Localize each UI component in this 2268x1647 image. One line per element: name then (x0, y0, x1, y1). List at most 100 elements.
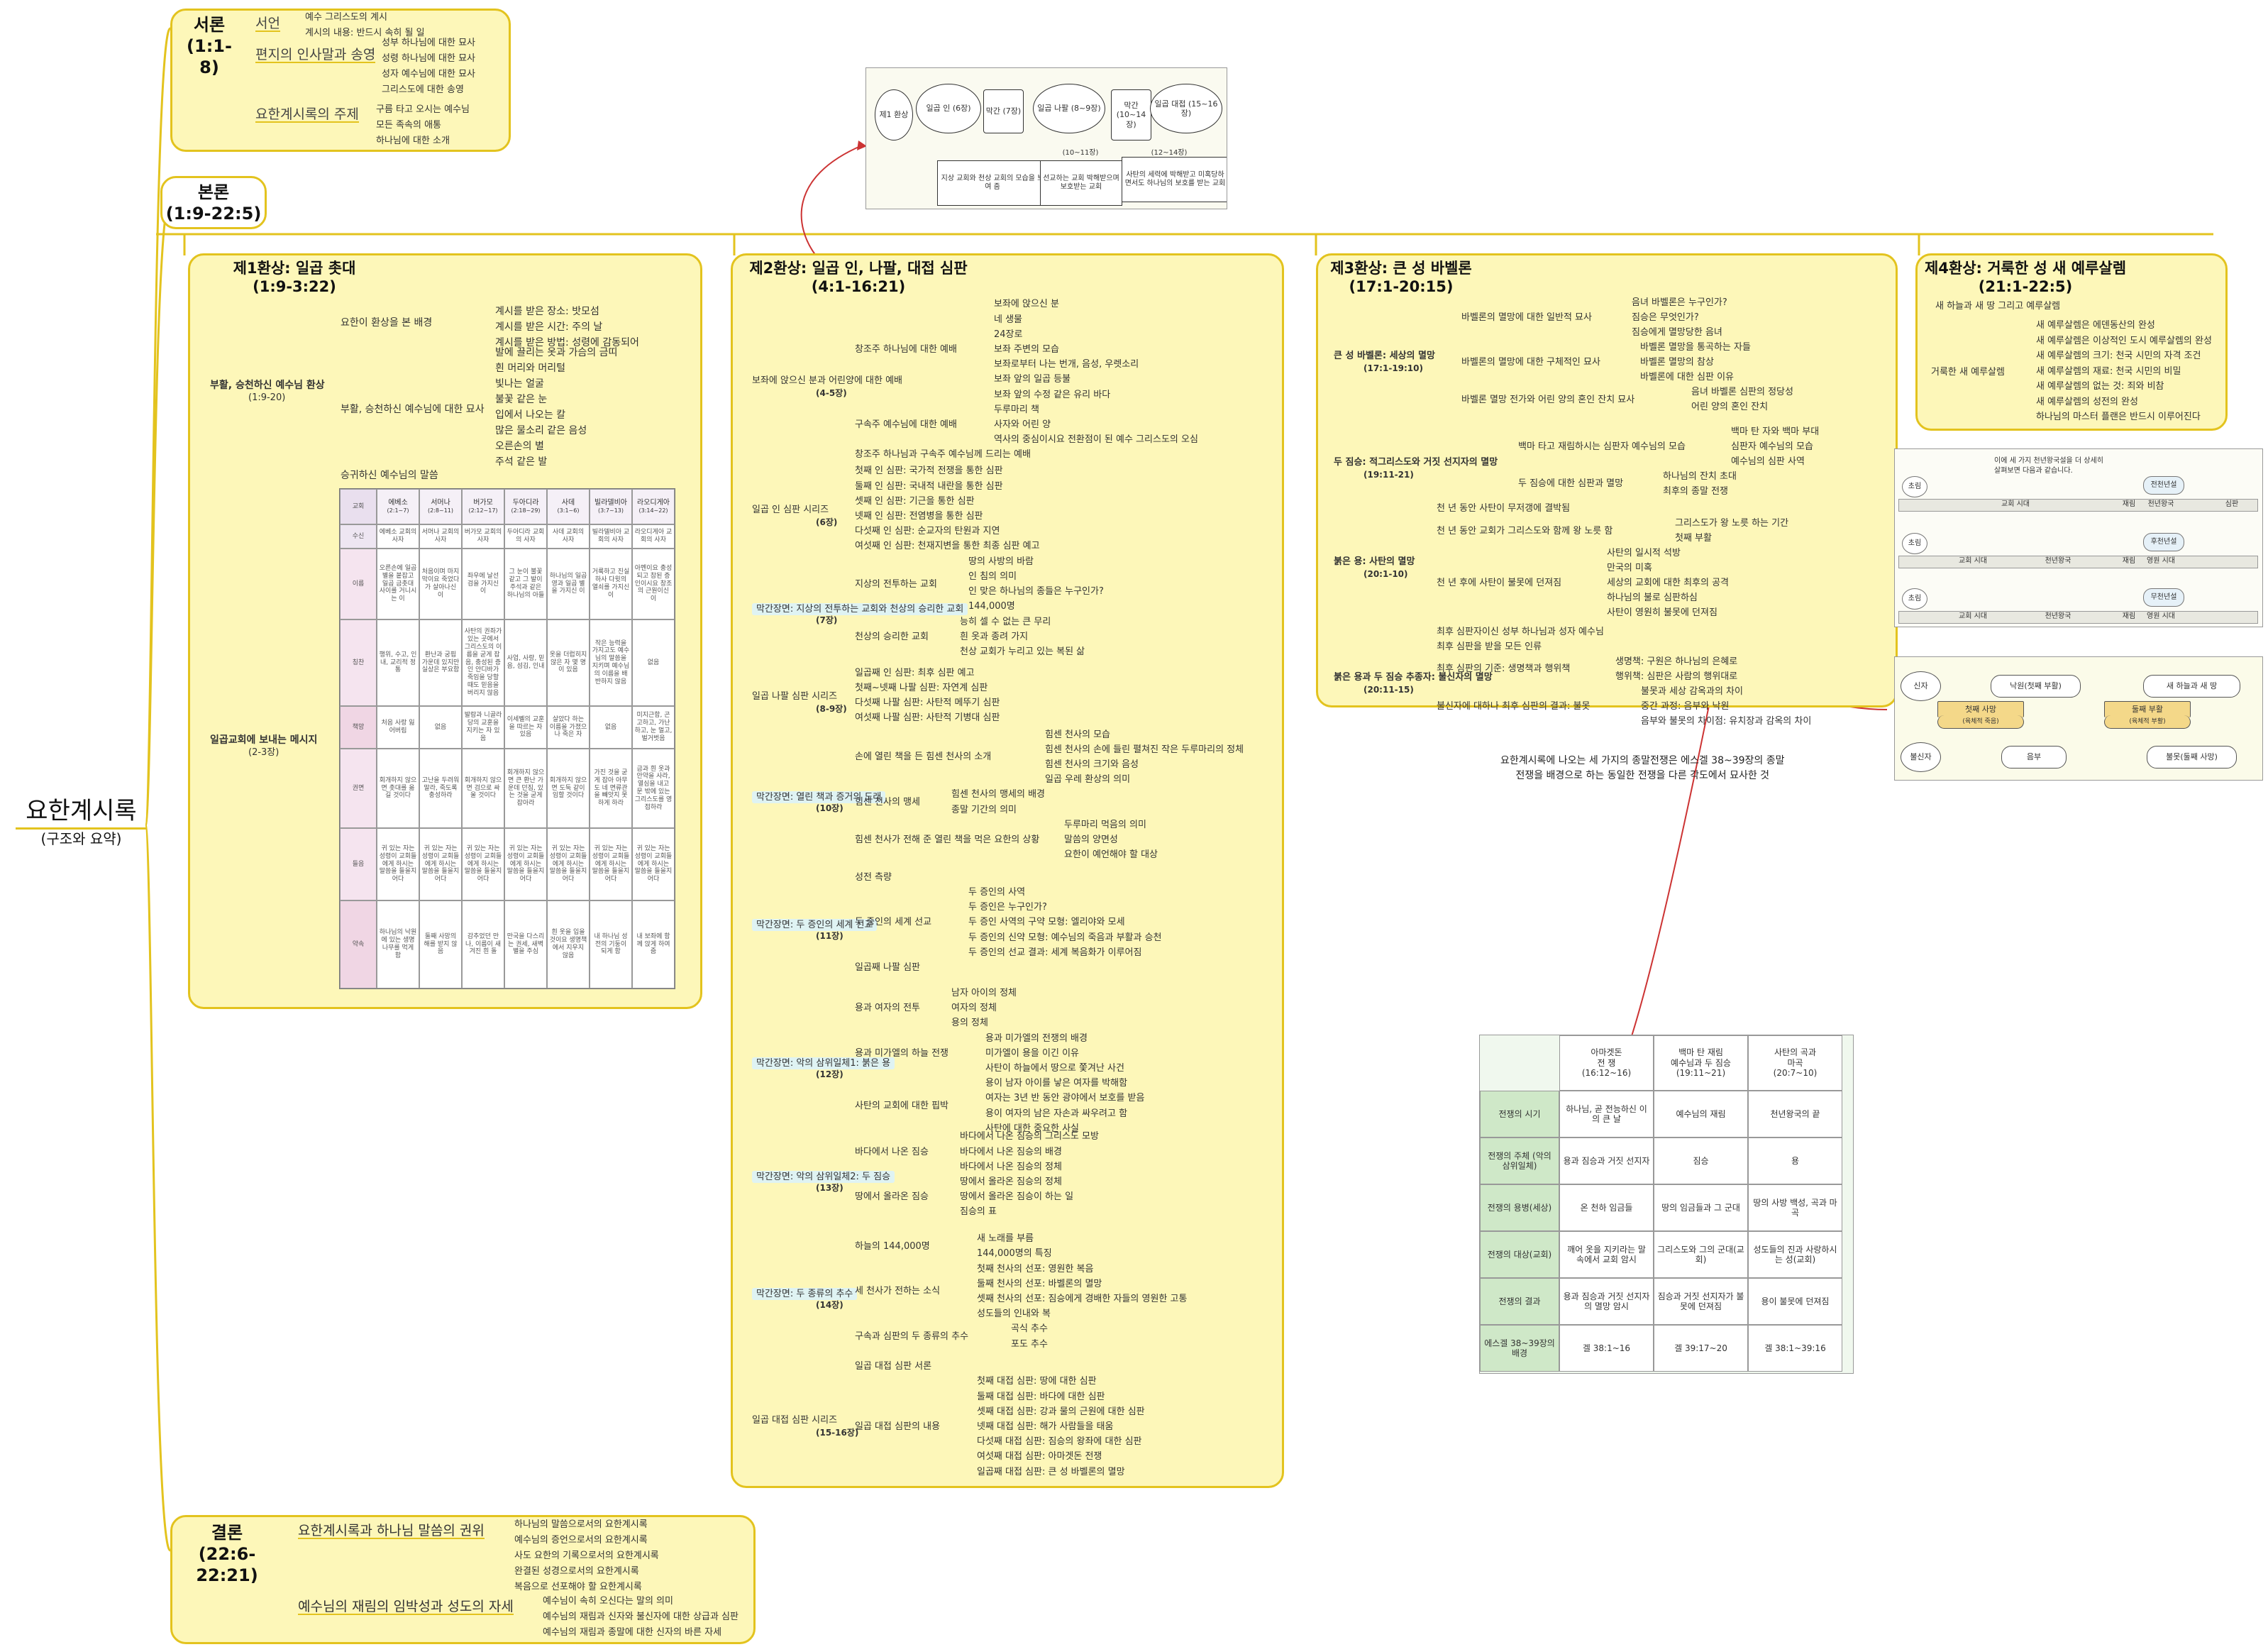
vision3-sub-child: 하나님의 불로 심판하심 (1607, 593, 1698, 603)
vision3-title: 제3환상: 큰 성 바벨론(17:1-20:15) (1330, 260, 1472, 296)
column-name: 두아디라 (512, 499, 539, 507)
vision3-sub-child: 예수님의 심판 사역 (1731, 456, 1805, 467)
timeline-label: 천년왕국 (2045, 612, 2071, 620)
vision2-sub-child: 다섯째 대접 심판: 짐승의 왕좌에 대한 심판 (977, 1436, 1142, 1448)
vision3-sub-child: 하나님의 잔치 초대 (1663, 470, 1737, 482)
war-row-label: 에스겔 38~39장의 배경 (1480, 1325, 1559, 1372)
table-cell: 작은 능력을 가지고도 예수님의 말씀을 지키며 예수님의 이름을 배반하지 않… (590, 619, 632, 706)
vision3-sub-child: 불못과 세상 감옥과의 차이 (1641, 685, 1743, 697)
epilogue-group-child: 하나님의 말씀으로서의 요한계시록 (514, 1519, 648, 1530)
column-ref: (2:18~29) (511, 507, 541, 514)
timeline-label: 교회 시대 (1959, 557, 1987, 565)
vision2-group-label: 막간장면: 두 증인의 세계 선교 (752, 919, 878, 931)
vision1-a-label: 부활, 승천하신 예수님 환상 (210, 380, 325, 391)
vision1-group-child: 흰 머리와 머리털 (495, 363, 566, 374)
timeline-label: 천년왕국 (2147, 500, 2174, 508)
vision2-sub-label: 여섯째 나팔 심판: 사탄적 기병대 심판 (855, 712, 1000, 724)
vision2-sub-child: 두루마리 책 (994, 404, 1039, 415)
vision3-sub-child: 사탄의 일시적 석방 (1607, 548, 1681, 558)
war-cell: 짐승 (1654, 1138, 1748, 1184)
vision2-sub-label: 힘센 천사가 전해 준 열린 책을 먹은 요한의 상황 (855, 834, 1040, 845)
vision3-sub-child: 세상의 교회에 대한 최후의 공격 (1607, 578, 1730, 588)
war-column-text: 아마겟돈 (1591, 1047, 1622, 1058)
vision1-group-child: 발에 끌리는 옷과 가슴의 금띠 (495, 347, 618, 358)
vision3-group-label: 붉은 용: 사탄의 멸망 (1334, 556, 1415, 567)
war-cell: 깨어 옷을 지키라는 말 속에서 교회 암시 (1559, 1231, 1654, 1278)
war-cell: 겔 38:1~16 (1559, 1325, 1654, 1372)
vision2-title: 제2환상: 일곱 인, 나팔, 대접 심판(4:1-16:21) (749, 260, 968, 296)
table-cell: 흰 옷을 입을 것이요 생명책에서 지우지 않음 (547, 900, 590, 988)
vision1-group-child: 계시를 받은 방법: 성령에 감동되어 (495, 337, 639, 348)
war-column-text: 예수님과 두 짐승 (1671, 1057, 1731, 1068)
table-cell: 옷을 더럽히지 않은 자 몇 명이 있음 (547, 619, 590, 706)
table-cell: 처음 사랑 잃어버림 (377, 706, 419, 749)
vision2-sub-child: 힘센 천사의 손에 들린 펼쳐진 작은 두루마리의 정체 (1045, 744, 1244, 755)
prologue-item-label: 서언 (255, 16, 280, 32)
column-ref: (2:1~7) (387, 507, 409, 514)
vision2-sub-child: 남자 아이의 정체 (951, 988, 1017, 998)
vision3-sub-label: 바벨론의 멸망에 대한 일반적 묘사 (1461, 312, 1592, 323)
column-ref: (3:1~6) (557, 507, 580, 514)
vision2-sub-child: 용의 정체 (951, 1018, 988, 1029)
vision2-sub-child: 여섯째 대접 심판: 아마겟돈 전쟁 (977, 1451, 1102, 1463)
vision2-group-ref: (7장) (816, 615, 838, 625)
table-column-header: 빌라델비아(3:7~13) (590, 489, 632, 524)
fate-node: 첫째 사망 (1937, 701, 2024, 717)
vision2-group-ref: (10장) (816, 803, 843, 813)
table-cell: 미지근함, 곤고하고, 가난하고, 눈 멀고, 벌거벗음 (632, 706, 675, 749)
vision1-a-ref: (1:9-20) (248, 392, 286, 403)
vision2-sub-child: 종말 기간의 의미 (951, 804, 1017, 815)
column-name: 라오디게아 (637, 499, 670, 507)
war-column-text: (20:7~10) (1773, 1068, 1818, 1079)
vision3-group-ref: (17:1-19:10) (1363, 363, 1423, 373)
fate-node: 새 하늘과 새 땅 (2143, 675, 2240, 698)
table-cell: 귀 있는 자는 성령이 교회들에게 하시는 말씀을 들을지어다 (547, 828, 590, 900)
vision2-sub-child: 용과 미가엘의 전쟁의 배경 (985, 1032, 1088, 1044)
vision2-sub-child: 보좌 앞의 수정 같은 유리 바다 (994, 389, 1111, 400)
vision2-sub-child: 보좌에 앉으신 분 (994, 299, 1059, 310)
vision2-sub-child: 보좌 주변의 모습 (994, 344, 1059, 355)
vision2-box (731, 253, 1284, 1488)
vision2-group-label: 막간장면: 악의 삼위일체1: 붉은 용 (752, 1057, 895, 1069)
timeline-label: 영원 시대 (2147, 557, 2175, 565)
prologue-item-child: 모든 족속의 애통 (376, 120, 441, 131)
vision2-sub-child: 셋째 천사의 선포: 짐승에게 경배한 자들의 영원한 고통 (977, 1294, 1188, 1304)
fate-node: 불신자 (1901, 742, 1941, 772)
vision2-sub-child: 성도들의 인내와 복 (977, 1309, 1051, 1320)
column-name: 사데 (561, 499, 575, 507)
column-name: 빌라델비아 (594, 499, 627, 507)
table-cell: 회개하지 않으면 큰 환난 가운데 던짐, 있는 것을 굳게 잡아라 (504, 749, 547, 828)
table-row-label: 이름 (340, 549, 377, 619)
vision2-sub-child: 두 증인 사역의 구약 모형: 엘리야와 모세 (968, 917, 1125, 928)
vision2-sub-child: 여자의 정체 (951, 1003, 997, 1014)
vision2-sub-child: 첫째 천사의 선포: 영원한 복음 (977, 1263, 1094, 1274)
vision2-sub-child: 포도 추수 (1011, 1338, 1048, 1350)
vision2-sub-label: 일곱째 인 심판: 최후 심판 예고 (855, 667, 975, 678)
table-cell: 회개하지 않으면 도둑 같이 임할 것이다 (547, 749, 590, 828)
vision2-sub-label: 다섯째 인 심판: 순교자의 탄원과 지연 (855, 526, 1000, 537)
vision2-sub-child: 넷째 대접 심판: 해가 사람들을 태움 (977, 1421, 1114, 1432)
vision2-sub-label: 지상의 전투하는 교회 (855, 578, 937, 590)
millennium-note: 살펴보면 다음과 같습니다. (1994, 467, 2073, 475)
war-cell: 겔 38:1~39:16 (1748, 1325, 1842, 1372)
vision2-sub-label: 구속주 예수님에 대한 예배 (855, 419, 957, 430)
vision2-sub-child: 셋째 대접 심판: 강과 물의 근원에 대한 심판 (977, 1406, 1145, 1417)
flow-note: (10~11장) (1062, 149, 1099, 157)
vision2-sub-child: 둘째 대접 심판: 바다에 대한 심판 (977, 1391, 1105, 1402)
vision3-sub-child: 음녀 바벨론은 누구인가? (1632, 297, 1727, 308)
flow-node: 막간 (10~14장) (1111, 89, 1151, 141)
vision2-sub-label: 창조주 하나님에 대한 예배 (855, 344, 957, 355)
vision3-sub-child: 행위책: 심판은 사람의 행위대로 (1615, 671, 1738, 682)
table-column-header: 라오디게아(3:14~22) (632, 489, 675, 524)
vision2-sub-label: 첫째~넷째 나팔 심판: 자연계 심판 (855, 682, 988, 693)
vision2-sub-child: 사탄에 대한 중요한 사실 (985, 1123, 1079, 1134)
fate-node: 신자 (1901, 671, 1941, 701)
vision2-sub-label: 하늘의 144,000명 (855, 1240, 930, 1252)
war-cell: 예수님의 재림 (1654, 1091, 1748, 1138)
vision2-sub-child: 곡식 추수 (1011, 1323, 1048, 1335)
vision2-sub-child: 힘센 천사의 맹세의 배경 (951, 789, 1045, 800)
